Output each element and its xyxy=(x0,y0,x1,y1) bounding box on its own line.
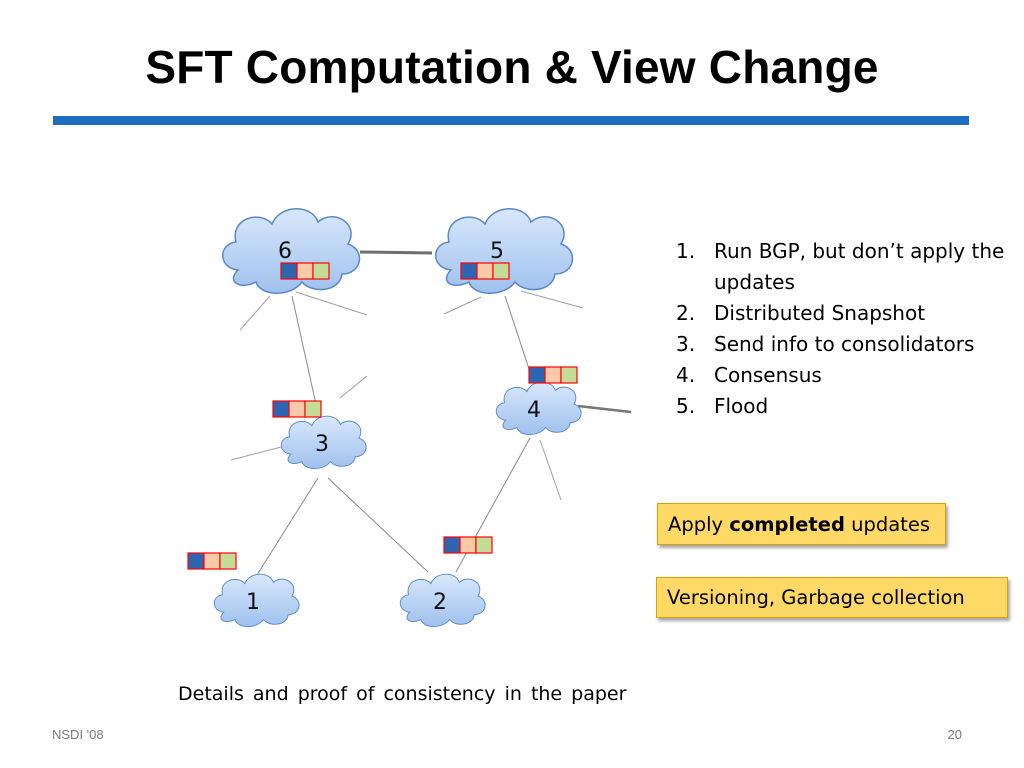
link-6-3 xyxy=(291,295,320,419)
step-text: Send info to consolidators xyxy=(714,332,975,356)
step-text: Run BGP, but don’t apply the updates xyxy=(714,239,1005,294)
steps-list: 1. Run BGP, but don’t apply the updates 2… xyxy=(672,236,1012,422)
slide-number: 20 xyxy=(947,727,962,742)
state-boxes xyxy=(460,262,510,280)
title-underline xyxy=(53,116,969,125)
step-number: 4. xyxy=(676,363,696,387)
state-box xyxy=(459,536,477,554)
stub-link xyxy=(520,290,584,309)
step-text: Flood xyxy=(714,394,769,418)
step-text: Consensus xyxy=(714,363,822,387)
stub-link xyxy=(230,445,286,461)
state-box xyxy=(460,262,478,280)
state-box xyxy=(272,400,290,418)
router-node-1: 1 xyxy=(213,573,300,628)
footer-venue: NSDI '08 xyxy=(52,727,104,742)
node-label: 3 xyxy=(315,432,329,457)
step-item: 4. Consensus xyxy=(672,360,1012,391)
status-boxes xyxy=(187,262,578,570)
stub-link xyxy=(295,291,368,316)
caption: Details and proof of consistency in the … xyxy=(178,683,627,705)
state-box xyxy=(304,400,322,418)
stub-link xyxy=(443,296,482,315)
router-node-2: 2 xyxy=(399,573,486,628)
state-box xyxy=(475,536,493,554)
router-node-4: 4 xyxy=(495,381,582,436)
step-text: Distributed Snapshot xyxy=(714,301,926,325)
step-item: 5. Flood xyxy=(672,391,1012,422)
callout-text: updates xyxy=(844,512,930,536)
state-box xyxy=(312,262,330,280)
state-box xyxy=(219,552,237,570)
slide-title: SFT Computation & View Change xyxy=(145,41,879,93)
node-label: 4 xyxy=(527,398,541,423)
callout-bold-text: completed xyxy=(729,512,845,536)
state-boxes xyxy=(272,400,322,418)
state-box xyxy=(544,366,562,384)
network-links xyxy=(230,250,632,576)
state-box xyxy=(288,400,306,418)
link-5-4 xyxy=(504,295,532,376)
stub-link xyxy=(539,439,562,501)
state-boxes xyxy=(187,552,237,570)
node-label: 6 xyxy=(278,239,292,264)
step-item: 3. Send info to consolidators xyxy=(672,329,1012,360)
state-boxes xyxy=(528,366,578,384)
stub-link xyxy=(239,295,271,331)
state-box xyxy=(476,262,494,280)
apply-updates-callout: Apply completed updates xyxy=(657,503,946,545)
state-box xyxy=(187,552,205,570)
router-node-6: 6 xyxy=(221,207,361,295)
state-box xyxy=(560,366,578,384)
step-number: 3. xyxy=(676,332,696,356)
link-3-1 xyxy=(256,477,319,576)
link-4-external xyxy=(577,404,632,414)
node-label: 1 xyxy=(246,590,260,615)
step-number: 1. xyxy=(676,239,696,263)
state-box xyxy=(528,366,546,384)
step-item: 2. Distributed Snapshot xyxy=(672,298,1012,329)
state-boxes xyxy=(280,262,330,280)
step-item: 1. Run BGP, but don’t apply the updates xyxy=(672,236,1012,298)
link-6-5 xyxy=(359,250,433,255)
state-box xyxy=(203,552,221,570)
callout-text: Apply xyxy=(668,512,730,536)
node-label: 2 xyxy=(433,590,447,615)
router-node-5: 5 xyxy=(434,207,574,295)
state-box xyxy=(296,262,314,280)
node-label: 5 xyxy=(490,239,504,264)
step-number: 5. xyxy=(676,394,696,418)
state-boxes xyxy=(443,536,493,554)
state-box xyxy=(280,262,298,280)
stub-link xyxy=(339,375,368,399)
link-3-2 xyxy=(327,477,429,573)
router-node-3: 3 xyxy=(280,415,367,470)
state-box xyxy=(492,262,510,280)
versioning-callout: Versioning, Garbage collection xyxy=(656,577,1008,618)
state-box xyxy=(443,536,461,554)
callout-text: Versioning, Garbage collection xyxy=(667,586,965,609)
step-number: 2. xyxy=(676,301,696,325)
